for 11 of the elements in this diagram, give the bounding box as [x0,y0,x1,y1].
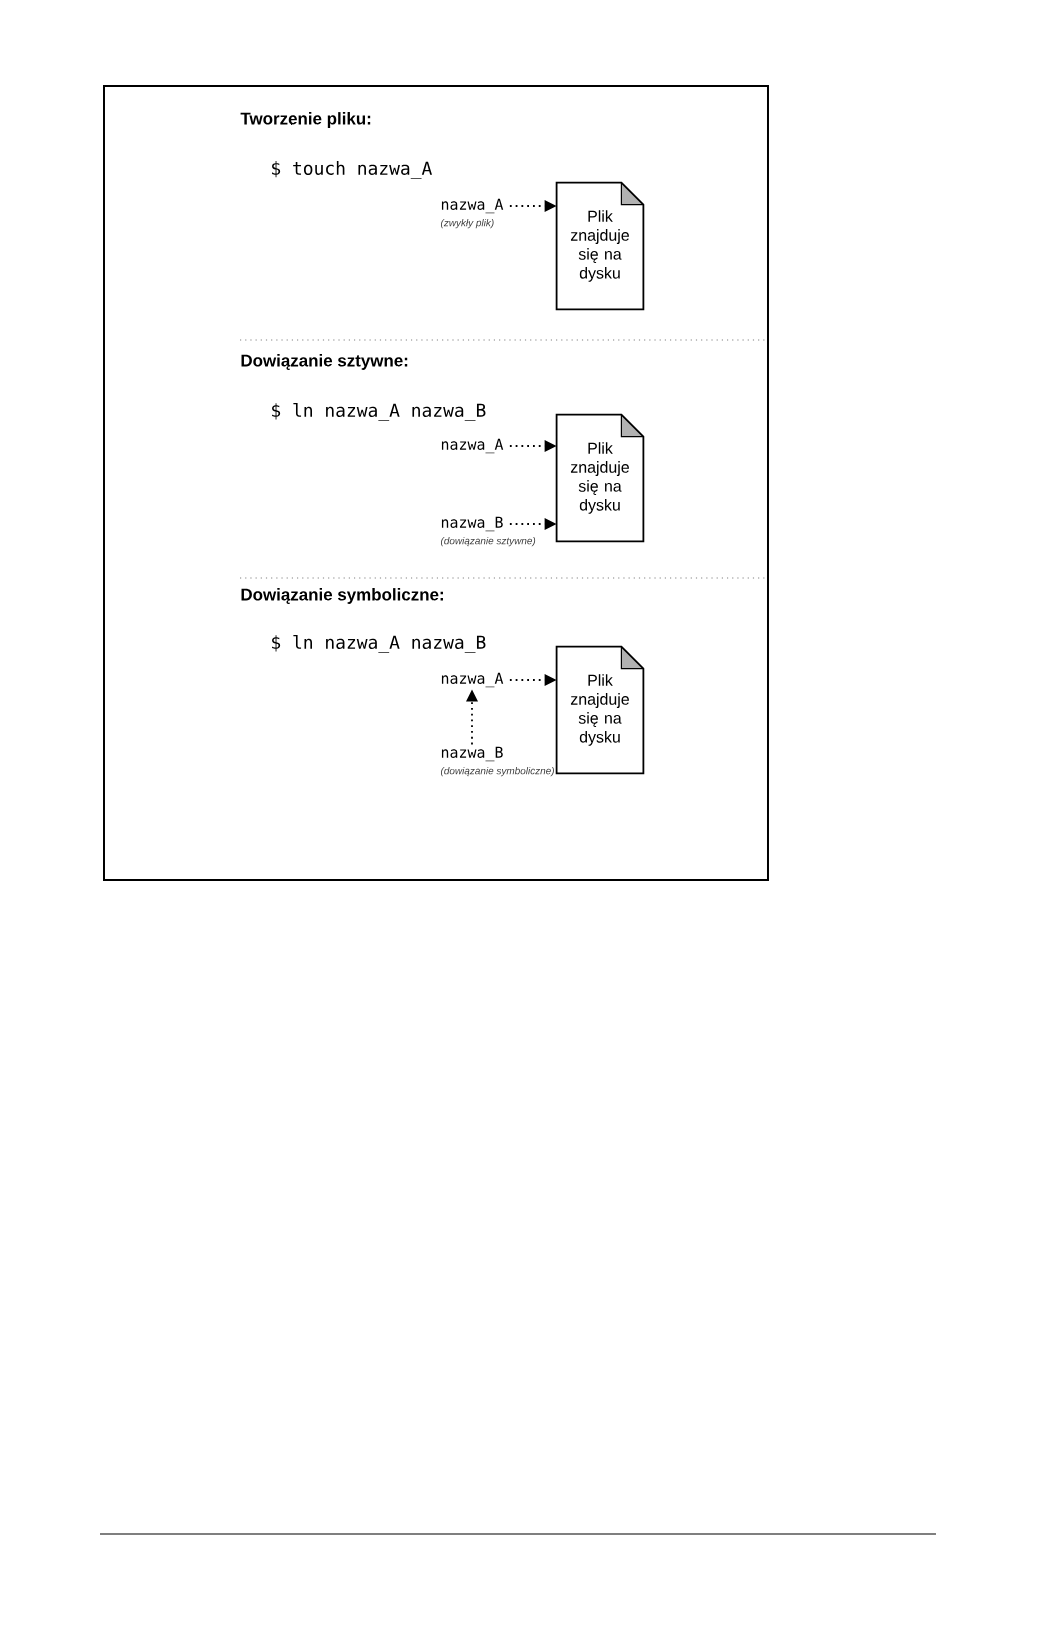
arrow [509,518,557,530]
section-heading: Dowiązanie symboliczne: [241,588,443,604]
arrow [509,200,557,212]
arrow [509,440,557,452]
shell-command: $ ln nazwa_A nazwa_B [272,403,486,421]
shell-command: $ touch nazwa_A [272,161,432,179]
shell-command: $ ln nazwa_A nazwa_B [272,635,486,653]
section-heading: Tworzenie pliku: [240,112,371,128]
section-heading: Dowiązanie sztywne: [241,354,408,370]
arrow [509,674,557,686]
arrow [466,689,478,746]
